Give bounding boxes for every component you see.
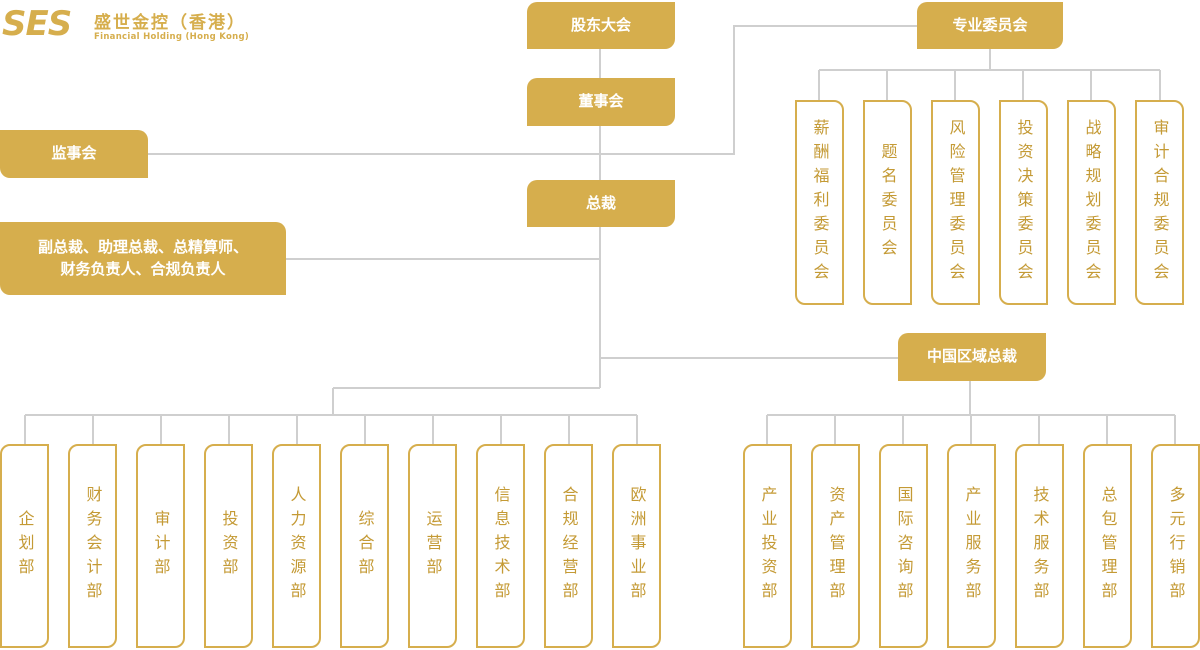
vice-presidents-line2: 财务负责人、合规负责人 [60,259,226,278]
hq-department-label: 欧洲事业部 [627,486,647,606]
china-department-label: 产业服务部 [962,486,982,606]
node-china-regional-president: 中国区域总裁 [898,333,1046,381]
logo-name-cn: 盛世金控（香港） [94,13,246,33]
china-department-label: 产业投资部 [758,486,778,606]
china-department-label: 多元行销部 [1166,486,1186,606]
committee-label: 投资决策委员会 [1014,118,1034,287]
hq-department-label: 信息技术部 [491,486,511,606]
hq-department-box: 综合部 [340,444,389,648]
committee-label: 题名委员会 [878,142,898,263]
committee-box: 风险管理委员会 [931,100,980,305]
china-department-box: 产业服务部 [947,444,996,648]
committee-box: 战略规划委员会 [1067,100,1116,305]
hq-department-box: 运营部 [408,444,457,648]
china-department-label: 国际咨询部 [894,486,914,606]
committee-box: 薪酬福利委员会 [795,100,844,305]
hq-department-box: 人力资源部 [272,444,321,648]
china-department-box: 资产管理部 [811,444,860,648]
node-president: 总裁 [527,180,675,227]
committee-label: 审计合规委员会 [1150,118,1170,287]
committee-box: 审计合规委员会 [1135,100,1184,305]
node-shareholders-meeting: 股东大会 [527,2,675,49]
hq-department-label: 审计部 [151,510,171,582]
hq-department-box: 信息技术部 [476,444,525,648]
hq-department-label: 财务会计部 [83,486,103,606]
logo-mark: SES [2,4,72,44]
hq-department-box: 财务会计部 [68,444,117,648]
china-department-box: 技术服务部 [1015,444,1064,648]
hq-department-label: 企划部 [15,510,35,582]
committee-box: 投资决策委员会 [999,100,1048,305]
china-department-box: 总包管理部 [1083,444,1132,648]
committee-box: 题名委员会 [863,100,912,305]
hq-department-box: 投资部 [204,444,253,648]
china-department-label: 资产管理部 [826,486,846,606]
committee-label: 风险管理委员会 [946,118,966,287]
hq-department-label: 运营部 [423,510,443,582]
china-department-label: 总包管理部 [1098,486,1118,606]
china-department-box: 产业投资部 [743,444,792,648]
hq-department-label: 人力资源部 [287,486,307,606]
hq-department-box: 合规经营部 [544,444,593,648]
vice-presidents-line1: 副总裁、助理总裁、总精算师、 [37,237,248,256]
china-department-label: 技术服务部 [1030,486,1050,606]
china-department-box: 多元行销部 [1151,444,1200,648]
committee-label: 薪酬福利委员会 [810,118,830,287]
node-supervisory-board: 监事会 [0,130,148,178]
hq-department-label: 综合部 [355,510,375,582]
hq-department-label: 投资部 [219,510,239,582]
node-special-committees: 专业委员会 [917,2,1063,49]
hq-department-box: 企划部 [0,444,49,648]
hq-department-box: 审计部 [136,444,185,648]
hq-department-label: 合规经营部 [559,486,579,606]
logo-name-en: Financial Holding (Hong Kong) [94,32,250,42]
hq-department-box: 欧洲事业部 [612,444,661,648]
node-vice-presidents: 副总裁、助理总裁、总精算师、 财务负责人、合规负责人 [0,222,286,295]
node-board: 董事会 [527,78,675,126]
committee-label: 战略规划委员会 [1082,118,1102,287]
china-department-box: 国际咨询部 [879,444,928,648]
